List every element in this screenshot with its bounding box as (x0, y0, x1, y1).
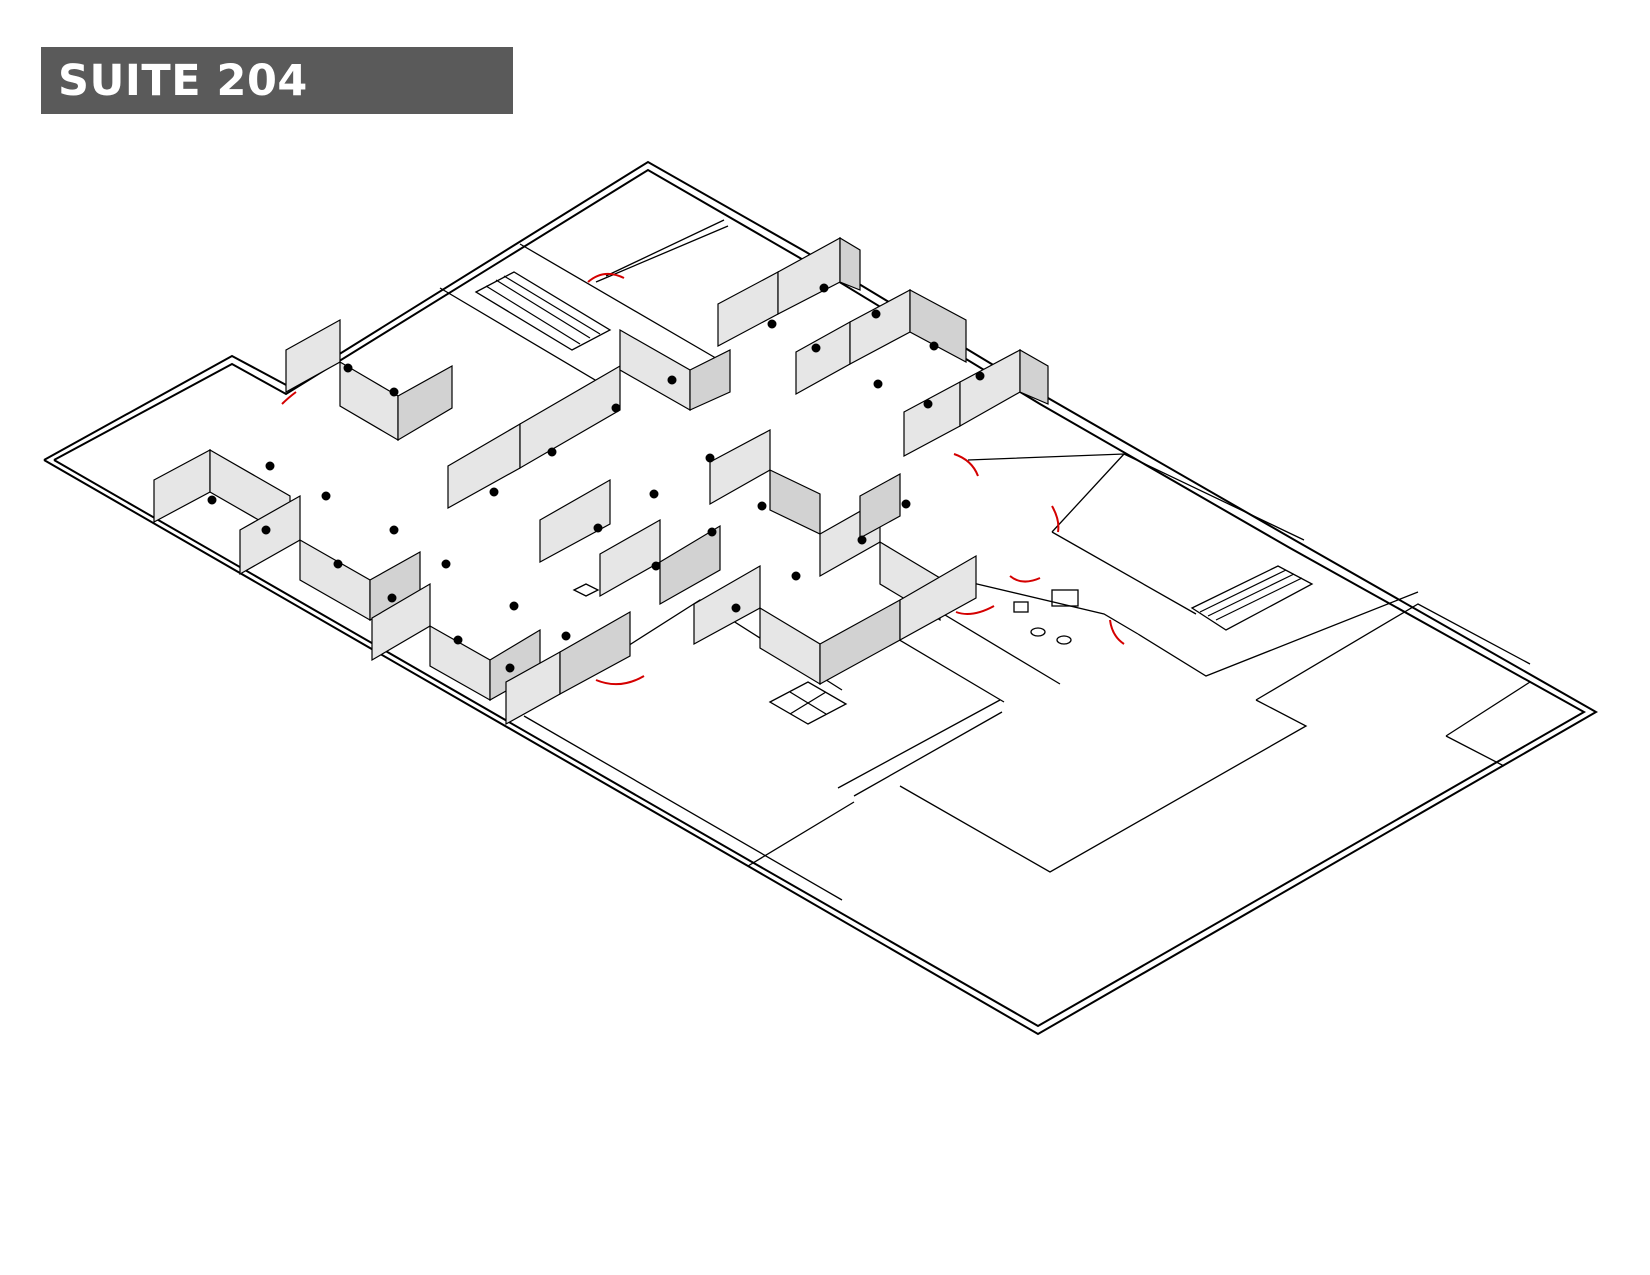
floor-box (572, 583, 600, 597)
title-banner: SUITE 204 (41, 47, 513, 114)
toilet-icon (1013, 589, 1079, 645)
cubicle-cluster-northeast (717, 236, 1049, 458)
cubicle-cluster-center (447, 328, 977, 686)
page-title: SUITE 204 (58, 55, 308, 106)
elevator-icon (768, 681, 848, 725)
stair-icon (474, 271, 612, 351)
stair-icon (1190, 565, 1314, 631)
door-swings (281, 272, 1125, 686)
chair-icon (207, 283, 985, 673)
cubicle-cluster-northwest (153, 318, 631, 726)
